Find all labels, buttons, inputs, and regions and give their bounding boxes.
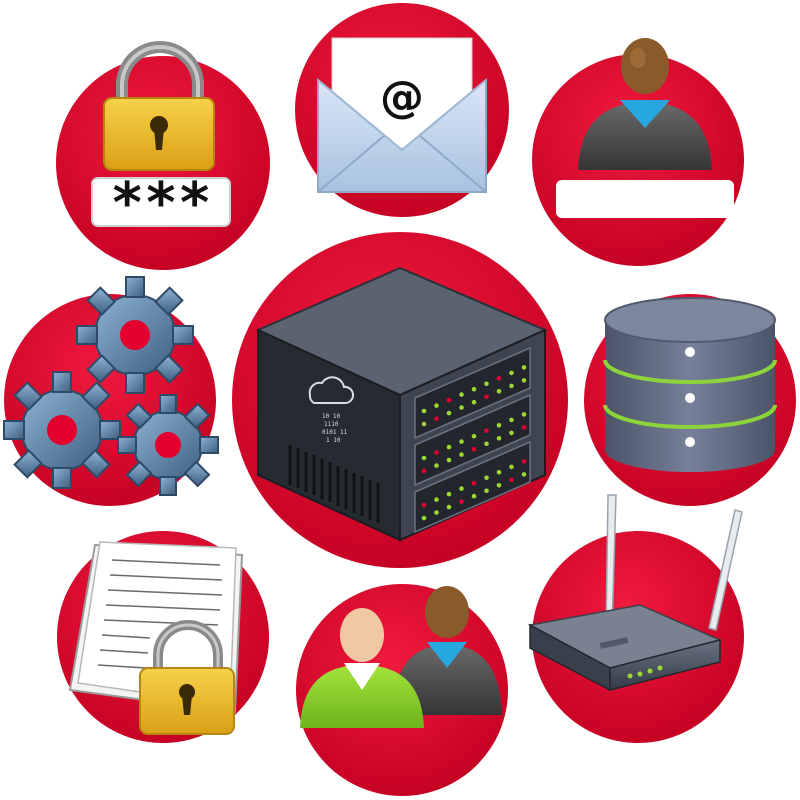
email-envelope-icon: @ xyxy=(317,37,487,193)
server-led xyxy=(471,446,477,452)
server-led xyxy=(509,464,514,470)
server-led xyxy=(521,459,527,464)
server-led xyxy=(434,416,439,421)
server-led xyxy=(509,383,514,389)
password-lock-icon: *** xyxy=(91,41,231,236)
server-led xyxy=(484,394,489,400)
server-led xyxy=(421,515,427,521)
server-led xyxy=(446,504,452,510)
server-led xyxy=(509,417,514,423)
server-vents xyxy=(288,445,380,523)
server-led xyxy=(509,430,514,436)
server-led xyxy=(484,381,489,387)
server-led xyxy=(421,502,427,508)
server-led xyxy=(471,480,477,486)
router-lights xyxy=(627,665,663,679)
cloud-server-icon: 10 10 1110 0101 11 1 10 xyxy=(255,266,548,542)
server-led xyxy=(434,450,439,455)
server-led xyxy=(521,365,527,370)
server-led xyxy=(496,389,502,394)
server-led xyxy=(434,403,439,408)
server-led xyxy=(521,412,527,417)
server-led xyxy=(471,399,477,405)
server-led xyxy=(509,370,514,376)
server-led xyxy=(471,386,477,392)
server-led xyxy=(421,421,427,427)
server-led xyxy=(421,455,427,461)
server-led xyxy=(521,378,527,383)
server-led xyxy=(459,452,464,457)
server-led xyxy=(496,376,502,381)
password-mask: *** xyxy=(110,171,211,236)
server-led xyxy=(484,428,489,434)
settings-gears-icon xyxy=(3,276,219,496)
database-icon xyxy=(603,297,777,472)
server-led xyxy=(459,499,464,504)
email-at-symbol: @ xyxy=(380,72,424,123)
server-binary-line-4: 1 10 xyxy=(326,437,341,444)
server-led xyxy=(484,488,489,494)
server-rack-panels xyxy=(414,346,531,534)
server-binary-line-2: 1110 xyxy=(324,421,339,428)
server-led xyxy=(471,493,477,499)
server-led xyxy=(459,392,464,397)
users-group-icon xyxy=(300,586,502,728)
server-led xyxy=(471,433,477,439)
server-led xyxy=(496,470,502,475)
server-led xyxy=(496,436,502,441)
server-led xyxy=(509,477,514,483)
server-binary-line-3: 0101 11 xyxy=(322,429,348,436)
server-led xyxy=(446,397,452,403)
user-login-icon xyxy=(556,38,734,218)
server-led xyxy=(446,457,452,463)
server-led xyxy=(496,483,502,488)
server-led xyxy=(434,463,439,468)
server-leds xyxy=(421,365,527,521)
document-text-lines xyxy=(97,559,223,669)
server-led xyxy=(484,441,489,447)
server-led xyxy=(496,423,502,428)
server-led xyxy=(521,472,527,477)
server-led xyxy=(446,444,452,450)
server-led xyxy=(484,475,489,481)
secure-document-icon xyxy=(68,541,244,735)
server-led xyxy=(434,510,439,515)
server-led xyxy=(521,425,527,430)
server-led xyxy=(421,408,427,414)
wifi-router-icon xyxy=(527,494,743,692)
server-binary-line-1: 10 10 xyxy=(322,413,340,420)
server-led xyxy=(446,410,452,416)
server-led xyxy=(446,491,452,497)
server-led xyxy=(459,439,464,444)
server-led xyxy=(434,497,439,502)
server-led xyxy=(459,486,464,491)
server-led xyxy=(459,405,464,410)
server-led xyxy=(421,468,427,474)
